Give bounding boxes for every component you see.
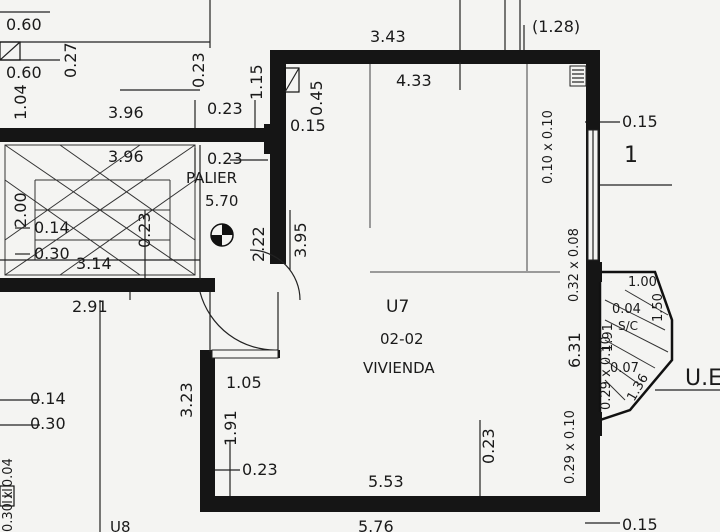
- stair: [0, 144, 201, 280]
- dim: 0.29 x 0.10: [599, 336, 614, 410]
- right-edge-label: U.E: [685, 366, 720, 391]
- unit-use: VIVIENDA: [363, 359, 435, 377]
- dim: 3.23: [177, 382, 196, 418]
- dim: 0.23: [242, 460, 278, 479]
- box-bottom-left: [0, 485, 15, 507]
- dim: 1.15: [247, 64, 266, 100]
- dim: 2.91: [72, 297, 108, 316]
- dim: 0.14: [30, 389, 66, 408]
- dim: 0.30 x 0.04: [1, 458, 16, 532]
- meter-symbol-icon: [210, 223, 234, 247]
- dim: 0.15: [290, 116, 326, 135]
- dim: 1.91: [221, 410, 240, 446]
- dim: 0.15: [622, 112, 658, 131]
- interior-partitions: [369, 64, 560, 273]
- box-top-left: [0, 41, 300, 93]
- dim: 0.04: [612, 302, 641, 317]
- dim: 3.96: [108, 103, 144, 122]
- right-windows: [569, 65, 599, 261]
- dim: 1.50: [651, 293, 666, 322]
- dim: 2.00: [11, 192, 30, 228]
- dim: 0.30: [30, 414, 66, 433]
- landing-name: PALIER: [186, 169, 237, 187]
- dim: 2.22: [249, 226, 268, 262]
- landing-area: 5.70: [205, 192, 238, 210]
- dim: 0.15: [622, 515, 658, 532]
- dim: 1.91: [601, 323, 616, 352]
- dim: 1.05: [226, 373, 262, 392]
- dim: 1.04: [11, 84, 30, 120]
- dim: 0.23: [207, 149, 243, 168]
- dimension-labels: 0.60 0.60 3.96 3.96 0.23 0.23 0.15 3.43 …: [6, 15, 658, 532]
- dim: 0.23: [189, 52, 208, 88]
- unit-name: U7: [386, 297, 409, 317]
- dim: 3.14: [76, 254, 112, 273]
- dim: 0.45: [307, 80, 326, 116]
- dim: 0.32 x 0.08: [567, 228, 582, 302]
- dim: 3.95: [291, 222, 310, 258]
- dim: S/C: [618, 319, 638, 333]
- right-number: 1: [624, 143, 638, 168]
- dim: 3.96: [108, 147, 144, 166]
- dim: 0.29 x 0.10: [563, 410, 578, 484]
- dim: 0.30: [34, 244, 70, 263]
- dim: 6.31: [565, 332, 584, 368]
- door-swing: [199, 249, 301, 359]
- dim: 3.43: [370, 27, 406, 46]
- unit-code: 02-02: [380, 330, 424, 348]
- dim: 0.60: [6, 15, 42, 34]
- dim: 4.33: [396, 71, 432, 90]
- dim: 0.23: [207, 99, 243, 118]
- dim: 0.27: [61, 42, 80, 78]
- dimension-ticks: [15, 62, 481, 496]
- dim: 0.60: [6, 63, 42, 82]
- dim: 0.14: [34, 218, 70, 237]
- dim: 5.53: [368, 472, 404, 491]
- dim: (1.28): [532, 17, 580, 36]
- dim: 1.00: [628, 275, 657, 290]
- dim: 0.07: [610, 361, 639, 376]
- shaft-sc: [590, 262, 674, 436]
- dim: 0.23: [479, 428, 498, 464]
- dim: 5.76: [358, 517, 394, 532]
- bottom-left-label: U8: [110, 518, 131, 532]
- dim: 0.10 x 0.10: [541, 110, 556, 184]
